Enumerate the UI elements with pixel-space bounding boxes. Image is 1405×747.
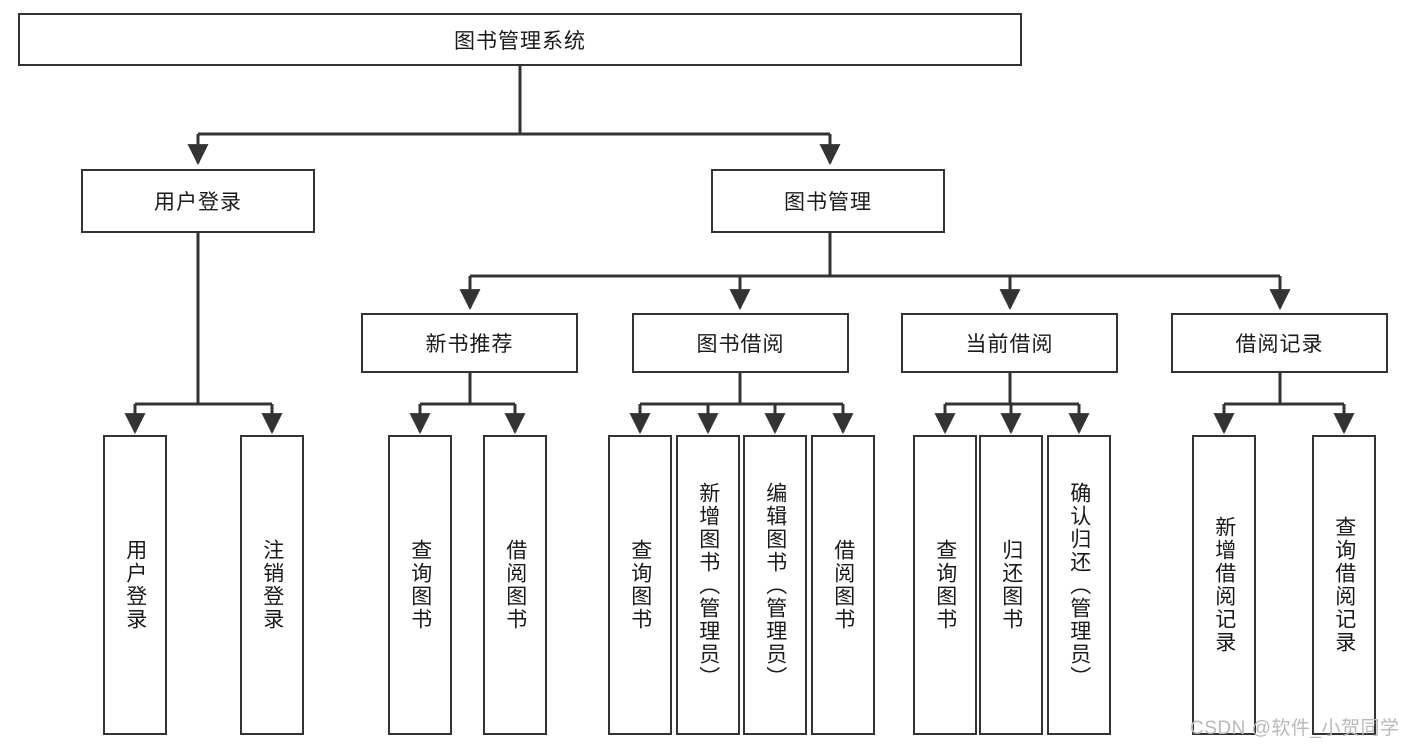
node-book-management[interactable]: 图书管理 [711,169,945,233]
node-user-login[interactable]: 用户登录 [81,169,315,233]
leaf-query-borrow-record[interactable]: 查询借阅记录 [1312,435,1376,735]
leaf-user-login[interactable]: 用户登录 [103,435,167,735]
node-label: 图书借阅 [696,333,785,356]
leaf-query-book-recommend[interactable]: 查询图书 [388,435,452,735]
node-label: 用户登录 [123,539,147,631]
node-label: 借阅记录 [1235,333,1324,356]
node-label: 图书管理系统 [454,29,586,53]
leaf-edit-book-admin[interactable]: 编辑图书（管理员） [743,435,807,735]
node-label: 查询图书 [933,539,957,631]
leaf-user-logout[interactable]: 注销登录 [240,435,304,735]
leaf-add-borrow-record[interactable]: 新增借阅记录 [1192,435,1256,735]
node-label: 新增图书（管理员） [696,481,720,689]
node-label: 编辑图书（管理员） [763,481,787,689]
leaf-confirm-return-admin[interactable]: 确认归还（管理员） [1047,435,1111,735]
node-label: 新增借阅记录 [1212,516,1236,654]
watermark-text: CSDN @软件_小贺同学 [1190,718,1400,739]
leaf-return-book[interactable]: 归还图书 [979,435,1043,735]
node-label: 确认归还（管理员） [1067,481,1091,689]
node-label: 新书推荐 [425,333,514,356]
leaf-borrow-book-recommend[interactable]: 借阅图书 [483,435,547,735]
node-label: 查询图书 [628,539,652,631]
leaf-borrow-book[interactable]: 借阅图书 [811,435,875,735]
node-current-borrow[interactable]: 当前借阅 [901,313,1118,373]
node-new-book-recommend[interactable]: 新书推荐 [361,313,578,373]
node-label: 注销登录 [260,539,284,631]
leaf-query-book-current[interactable]: 查询图书 [913,435,977,735]
node-book-borrow[interactable]: 图书借阅 [632,313,849,373]
node-label: 借阅图书 [831,539,855,631]
node-label: 借阅图书 [503,539,527,631]
leaf-add-book-admin[interactable]: 新增图书（管理员） [676,435,740,735]
node-root-book-management-system[interactable]: 图书管理系统 [18,13,1022,66]
leaf-query-book-borrow[interactable]: 查询图书 [608,435,672,735]
node-label: 查询图书 [408,539,432,631]
node-label: 图书管理 [784,191,872,214]
node-label: 查询借阅记录 [1332,516,1356,654]
node-label: 当前借阅 [965,333,1054,356]
node-borrow-record[interactable]: 借阅记录 [1171,313,1388,373]
node-label: 归还图书 [999,539,1023,631]
node-label: 用户登录 [154,191,242,214]
